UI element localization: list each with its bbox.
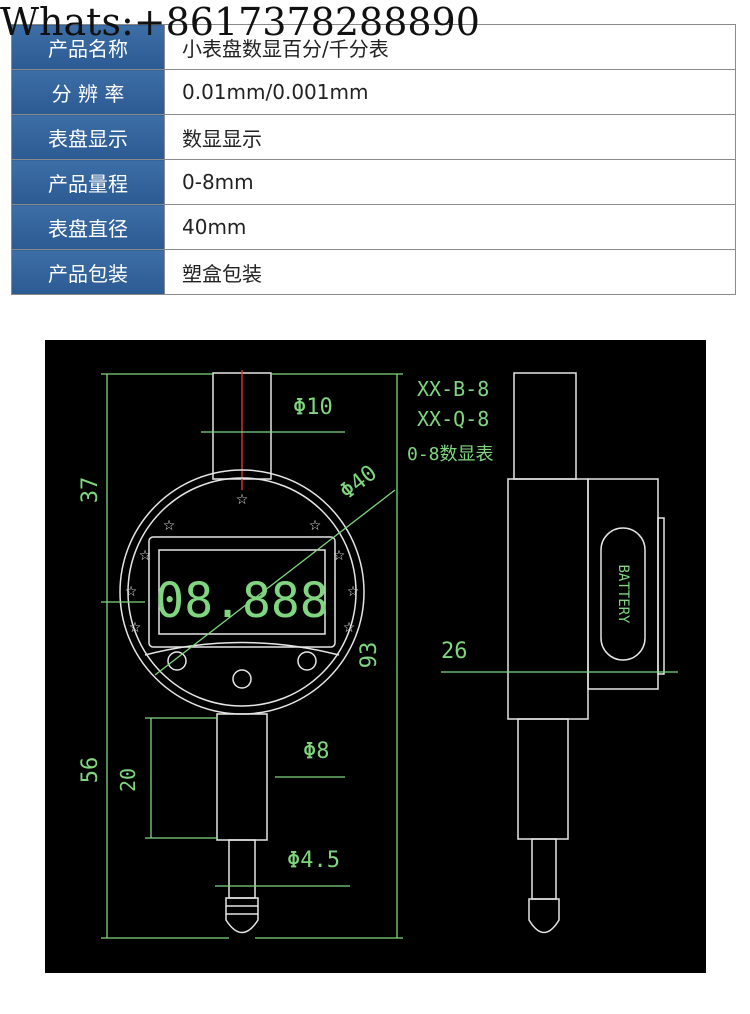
spec-value: 0.01mm/0.001mm [164,69,736,115]
lcd-frame [148,536,336,648]
spindle-tip [228,839,256,899]
model-label: XX-B-8 [417,377,489,401]
spec-table: 产品名称 小表盘数显百分/千分表 分 辨 率 0.01mm/0.001mm 表盘… [11,24,736,295]
dial-stars: ☆ ☆ ☆ ☆ ☆ ☆ ☆ ☆ ☆ [125,492,360,636]
spec-value: 40mm [164,204,736,250]
star-icon: ☆ [125,584,138,600]
dim-thickness: 26 [441,639,468,664]
technical-drawing: 08.888 ☆ ☆ ☆ ☆ ☆ ☆ ☆ ☆ ☆ 37 [45,340,706,973]
table-row: 产品量程 0-8mm [11,159,736,205]
front-view: 08.888 ☆ ☆ ☆ ☆ ☆ ☆ ☆ ☆ ☆ [119,370,365,934]
button-center [232,669,252,689]
side-stem [513,372,577,480]
spec-label: 产品量程 [11,159,165,205]
face-curve [144,641,340,656]
star-icon: ☆ [139,548,152,564]
spec-label: 产品名称 [11,24,165,70]
spec-label: 表盘直径 [11,204,165,250]
drawing-svg: 08.888 ☆ ☆ ☆ ☆ ☆ ☆ ☆ ☆ ☆ 37 [78,370,678,939]
model-labels: XX-B-8 XX-Q-8 0-8数显表 [407,377,494,465]
spec-value: 0-8mm [164,159,736,205]
front-dimensions: 37 56 20 93 Φ10 Φ40 Φ8 Φ4.5 [78,373,403,939]
table-row: 表盘直径 40mm [11,204,736,250]
spec-label: 产品包装 [11,249,165,295]
battery-label: BATTERY [615,564,631,624]
dim-spindle-length: 20 [116,768,140,792]
side-sleeve [517,718,569,840]
dim-stem-diameter: Φ10 [293,395,333,420]
lcd-screen [158,549,326,635]
star-icon: ☆ [333,548,346,564]
star-icon: ☆ [129,620,142,636]
spec-value: 塑盒包装 [164,249,736,295]
button-left [167,651,187,671]
side-contact-point [528,898,560,934]
spindle-sleeve [216,713,268,841]
battery-cover [600,527,646,661]
dial-inner-ring [127,477,357,707]
table-row: 分 辨 率 0.01mm/0.001mm [11,69,736,115]
star-icon: ☆ [347,584,360,600]
contact-point [225,897,259,934]
button-right [297,651,317,671]
spec-label: 表盘显示 [11,114,165,160]
spec-value: 数显显示 [164,114,736,160]
side-view: BATTERY 26 [441,372,678,934]
table-row: 产品包装 塑盒包装 [11,249,736,295]
watermark-phone: Whats:+8617378288890 [0,0,480,44]
dim-dial-diameter: Φ40 [335,461,382,505]
star-icon: ☆ [343,620,356,636]
side-body [507,478,589,720]
star-icon: ☆ [309,518,322,534]
model-label: 0-8数显表 [407,444,494,465]
dim-bottom-height: 56 [78,757,103,784]
dim-spindle-diameter: Φ8 [303,739,330,764]
side-clip [657,517,665,675]
lcd-readout: 08.888 [155,573,328,629]
dim-top-height: 37 [78,477,103,504]
side-tip [531,838,557,900]
dim-total-height: 93 [357,642,382,669]
model-label: XX-Q-8 [417,407,489,431]
spec-label: 分 辨 率 [11,69,165,115]
table-row: 表盘显示 数显显示 [11,114,736,160]
star-icon: ☆ [236,492,249,508]
dim-tip-diameter: Φ4.5 [287,848,340,873]
star-icon: ☆ [163,518,176,534]
